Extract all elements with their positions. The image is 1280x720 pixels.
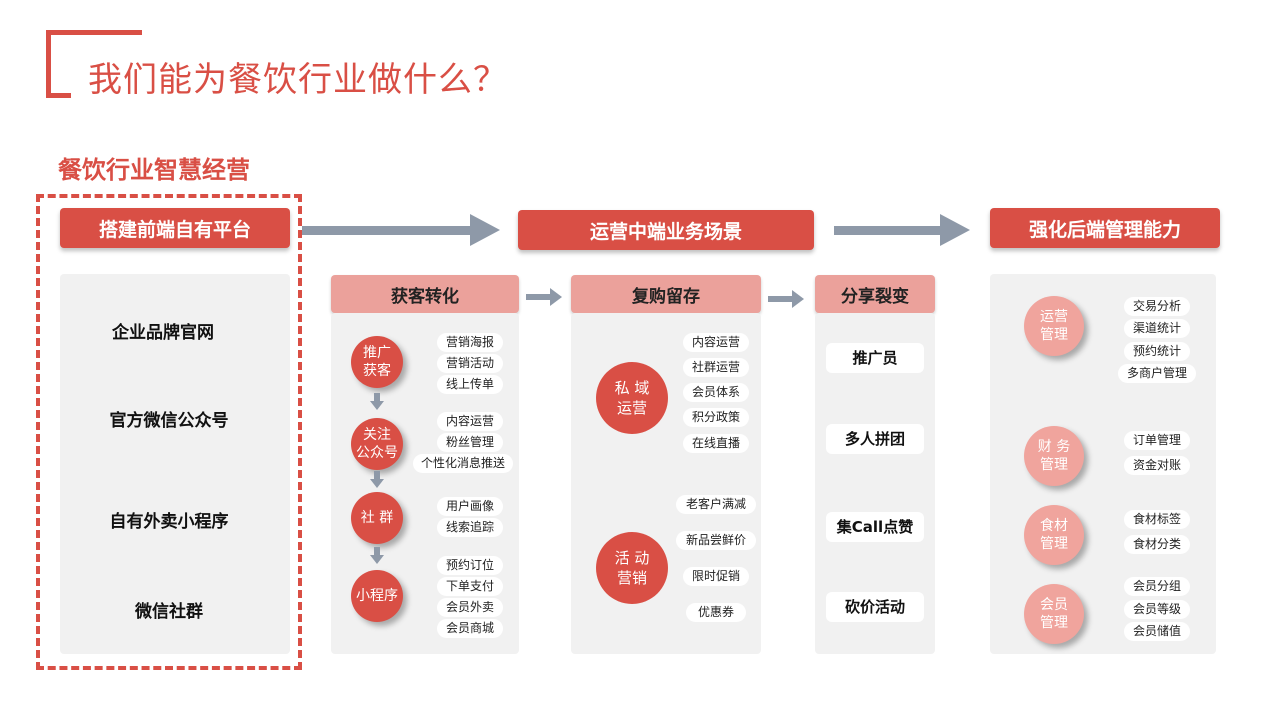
pill: 食材标签 xyxy=(1124,510,1190,529)
pill: 下单支付 xyxy=(437,577,503,596)
pill: 社群运营 xyxy=(683,358,749,377)
circle-follow: 关注 公众号 xyxy=(351,418,403,470)
pill: 粉丝管理 xyxy=(437,433,503,452)
pill: 营销活动 xyxy=(437,354,503,373)
pill: 预约统计 xyxy=(1124,342,1190,361)
pill: 优惠券 xyxy=(686,603,746,622)
pill: 内容运营 xyxy=(683,333,749,352)
right-arrow-icon xyxy=(834,214,970,246)
pill: 食材分类 xyxy=(1124,535,1190,554)
pill: 会员商城 xyxy=(437,619,503,638)
right-arrow-icon xyxy=(526,288,562,306)
pill: 会员等级 xyxy=(1124,600,1190,619)
right-arrow-icon xyxy=(768,290,804,308)
circle-promo: 推广 获客 xyxy=(351,336,403,388)
circle-campaign: 活 动 营销 xyxy=(596,532,668,604)
col3-header: 分享裂变 xyxy=(815,275,935,313)
pill: 用户画像 xyxy=(437,497,503,516)
pill: 交易分析 xyxy=(1124,297,1190,316)
pill: 会员外卖 xyxy=(437,598,503,617)
stage1-dashed-frame xyxy=(36,194,302,670)
right-arrow-icon xyxy=(302,214,500,246)
circle-ops-mgmt: 运营 管理 xyxy=(1024,296,1084,356)
pill: 新品尝鲜价 xyxy=(676,531,756,550)
circle-private-domain: 私 域 运营 xyxy=(596,362,668,434)
stage1-item: 官方微信公众号 xyxy=(109,411,229,431)
stage1-item: 自有外卖小程序 xyxy=(109,512,229,532)
pill: 渠道统计 xyxy=(1124,319,1190,338)
col1-header: 获客转化 xyxy=(331,275,519,313)
share-item: 集Call点赞 xyxy=(826,512,924,542)
circle-miniprogram: 小程序 xyxy=(351,570,403,622)
stage1-panel xyxy=(60,274,290,654)
circle-ingredient-mgmt: 食材 管理 xyxy=(1024,505,1084,565)
stage2-header: 运营中端业务场景 xyxy=(518,210,814,250)
stage1-item: 微信社群 xyxy=(135,602,203,622)
pill: 限时促销 xyxy=(683,567,749,586)
pill: 个性化消息推送 xyxy=(413,454,513,473)
down-arrow-icon xyxy=(370,471,384,488)
pill: 多商户管理 xyxy=(1118,364,1196,383)
pill: 预约订位 xyxy=(437,556,503,575)
pill: 老客户满减 xyxy=(676,495,756,514)
section-subtitle: 餐饮行业智慧经营 xyxy=(58,156,250,184)
pill: 在线直播 xyxy=(683,434,749,453)
share-item: 砍价活动 xyxy=(826,592,924,622)
stage1-header: 搭建前端自有平台 xyxy=(60,208,290,248)
pill: 积分政策 xyxy=(683,408,749,427)
pill: 会员储值 xyxy=(1124,622,1190,641)
pill: 订单管理 xyxy=(1124,431,1190,450)
circle-member-mgmt: 会员 管理 xyxy=(1024,584,1084,644)
title-bracket xyxy=(46,30,142,98)
pill: 线索追踪 xyxy=(437,518,503,537)
share-item: 推广员 xyxy=(826,343,924,373)
pill: 会员体系 xyxy=(683,383,749,402)
pill: 营销海报 xyxy=(437,333,503,352)
pill: 内容运营 xyxy=(437,412,503,431)
pill: 资金对账 xyxy=(1124,456,1190,475)
stage3-header: 强化后端管理能力 xyxy=(990,208,1220,248)
pill: 线上传单 xyxy=(437,375,503,394)
circle-finance-mgmt: 财 务 管理 xyxy=(1024,426,1084,486)
col2-header: 复购留存 xyxy=(571,275,761,313)
stage1-item: 企业品牌官网 xyxy=(112,323,214,343)
share-item: 多人拼团 xyxy=(826,424,924,454)
pill: 会员分组 xyxy=(1124,577,1190,596)
down-arrow-icon xyxy=(370,547,384,564)
down-arrow-icon xyxy=(370,393,384,410)
circle-community: 社 群 xyxy=(351,492,403,544)
page-title: 我们能为餐饮行业做什么？ xyxy=(88,60,508,100)
